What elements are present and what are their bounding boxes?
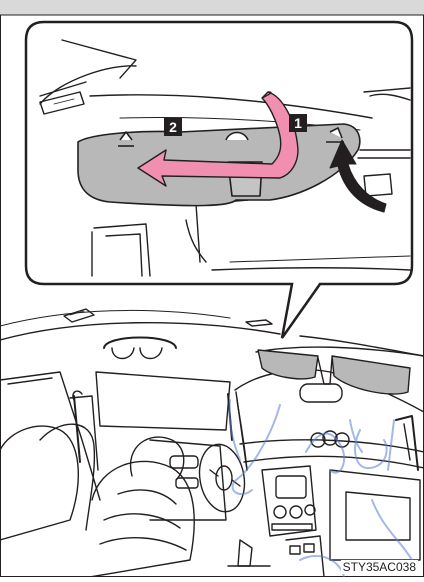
step-2-badge: 2 [164, 118, 182, 136]
figure-code: STY35AC038 [341, 560, 418, 574]
top-band [0, 0, 424, 15]
step-1-badge: 1 [289, 114, 307, 132]
